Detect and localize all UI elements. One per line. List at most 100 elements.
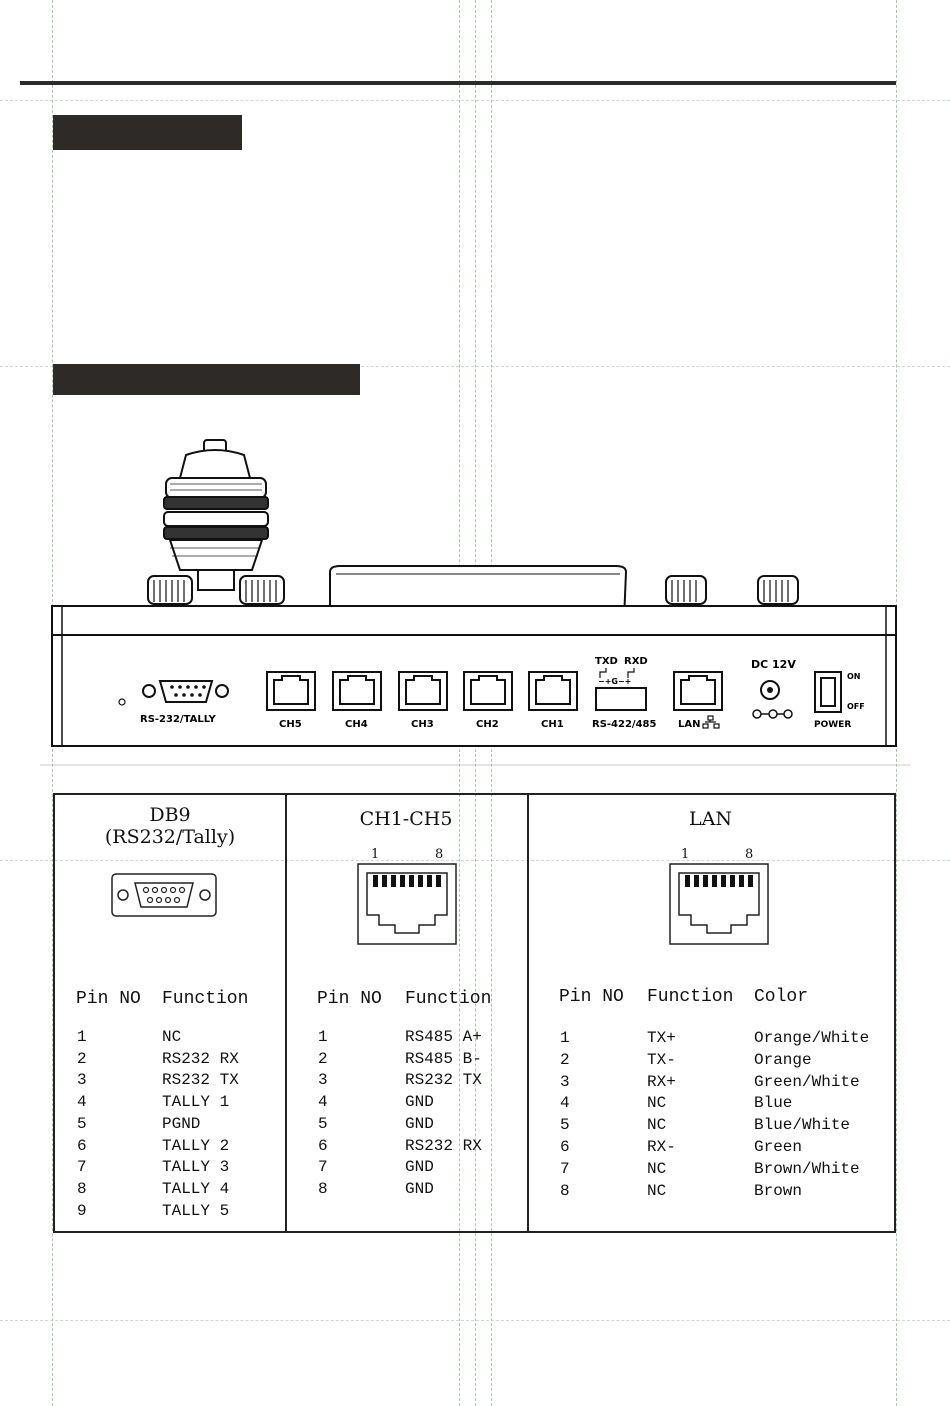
ch-pin: 1 <box>318 1028 328 1046</box>
ch-pin: 2 <box>318 1050 328 1068</box>
ch-function: GND <box>405 1115 434 1133</box>
ch-pin: 6 <box>318 1137 328 1155</box>
db9-function: NC <box>162 1028 182 1046</box>
section-bar-2 <box>53 364 360 395</box>
db9-function: PGND <box>162 1115 201 1133</box>
ch-column: CH1-CH5 1 8 Pin NO Function 1 RS485 A+ 2… <box>285 795 529 1231</box>
ch-title: CH1-CH5 <box>359 808 453 830</box>
rs232-label: RS-232/TALLY <box>140 714 217 725</box>
lan-function: NC <box>647 1116 667 1134</box>
db9-function: TALLY 3 <box>162 1158 230 1176</box>
db9-connector-icon <box>111 873 217 917</box>
db9-function: RS232 RX <box>162 1050 239 1068</box>
lan-pin: 7 <box>560 1160 570 1178</box>
ch-function: RS485 B- <box>405 1050 482 1068</box>
txd-label: TXD <box>595 656 618 667</box>
guide-line <box>0 860 950 861</box>
joystick-illustration <box>163 439 269 591</box>
section-bar-1 <box>53 115 242 150</box>
db9-pin: 6 <box>77 1137 87 1155</box>
lan-color: Orange/White <box>754 1029 870 1047</box>
dc-jack-icon <box>760 680 780 700</box>
db9-function: TALLY 5 <box>162 1202 230 1220</box>
lan-color: Blue <box>754 1094 793 1112</box>
db9-pin: 4 <box>77 1093 87 1111</box>
polarity-icon <box>752 709 793 719</box>
lan-color: Orange <box>754 1051 812 1069</box>
db9-header-pin: Pin NO <box>76 989 141 1009</box>
guide-line <box>0 366 950 367</box>
db9-pin: 8 <box>77 1180 87 1198</box>
lan-function: NC <box>647 1094 667 1112</box>
lan-function: NC <box>647 1160 667 1178</box>
ch-function: GND <box>405 1158 434 1176</box>
guide-line <box>0 1320 950 1321</box>
ch-function: RS232 RX <box>405 1137 482 1155</box>
ch1-label: CH1 <box>541 719 564 730</box>
lan-color: Brown <box>754 1182 803 1200</box>
lan-label: LAN <box>678 719 700 730</box>
lan-title: LAN <box>689 808 732 830</box>
pin-first-label: 1 <box>371 847 380 862</box>
ch-pin: 5 <box>318 1115 328 1133</box>
ch5-label: CH5 <box>279 719 302 730</box>
ch-function: RS232 TX <box>405 1071 482 1089</box>
lan-pin: 1 <box>560 1029 570 1047</box>
lan-color: Green/White <box>754 1073 860 1091</box>
lan-column: LAN 1 8 Pin NO Function Color 1 TX+ Oran… <box>527 795 894 1231</box>
ch-pin: 3 <box>318 1071 328 1089</box>
ch-function: GND <box>405 1180 434 1198</box>
ch-header-pin: Pin NO <box>317 989 382 1009</box>
ch-pin: 7 <box>318 1158 328 1176</box>
db9-title: DB9 <box>149 804 191 826</box>
lan-function: TX+ <box>647 1029 676 1047</box>
guide-line <box>0 100 950 101</box>
db9-column: DB9 (RS232/Tally) Pin NO Function 1 NC 2… <box>55 795 287 1231</box>
power-switch-icon <box>814 671 842 713</box>
lan-pin: 6 <box>560 1138 570 1156</box>
rj45-socket-icon <box>669 863 769 945</box>
on-label: ON <box>847 672 861 681</box>
db9-header-function: Function <box>162 989 249 1009</box>
lan-header-pin: Pin NO <box>559 987 624 1007</box>
ch-header-function: Function <box>405 989 492 1009</box>
power-label: POWER <box>814 720 851 730</box>
ch4-label: CH4 <box>345 719 368 730</box>
rs422-terminal <box>595 687 647 711</box>
lan-color: Brown/White <box>754 1160 860 1178</box>
lan-color: Blue/White <box>754 1116 851 1134</box>
header-rule <box>20 81 896 85</box>
rj45-socket-icon <box>357 863 457 945</box>
pin-first-label: 1 <box>681 847 690 862</box>
rxd-label: RXD <box>624 656 648 667</box>
ch2-label: CH2 <box>476 719 499 730</box>
rear-panel-illustration: RS-232/TALLY CH5 CH4 CH3 CH2 CH1 TXD RXD… <box>40 439 910 766</box>
rj45-diagram: 1 8 <box>669 847 769 945</box>
rj45-diagram: 1 8 <box>357 847 457 945</box>
lan-function: NC <box>647 1182 667 1200</box>
off-label: OFF <box>847 702 865 711</box>
rs422-label: RS-422/485 <box>592 719 656 730</box>
db9-function: RS232 TX <box>162 1071 239 1089</box>
db9-pin: 2 <box>77 1050 87 1068</box>
lan-pin: 5 <box>560 1116 570 1134</box>
db9-pin: 3 <box>77 1071 87 1089</box>
db9-port-icon <box>142 680 229 703</box>
lan-pin: 3 <box>560 1073 570 1091</box>
db9-subtitle: (RS232/Tally) <box>104 826 236 848</box>
lan-header-function: Function <box>647 987 734 1007</box>
pinout-table: DB9 (RS232/Tally) Pin NO Function 1 NC 2… <box>53 793 896 1233</box>
rj45-port-icons <box>266 671 723 711</box>
db9-function: TALLY 1 <box>162 1093 230 1111</box>
db9-pin: 9 <box>77 1202 87 1220</box>
ch-function: GND <box>405 1093 434 1111</box>
lan-color: Green <box>754 1138 803 1156</box>
ch-pin: 8 <box>318 1180 328 1198</box>
ch3-label: CH3 <box>411 719 434 730</box>
db9-pin: 1 <box>77 1028 87 1046</box>
ch-function: RS485 A+ <box>405 1028 482 1046</box>
dc-label: DC 12V <box>751 658 796 671</box>
network-icon <box>702 715 720 729</box>
lan-pin: 8 <box>560 1182 570 1200</box>
lan-pin: 4 <box>560 1094 570 1112</box>
